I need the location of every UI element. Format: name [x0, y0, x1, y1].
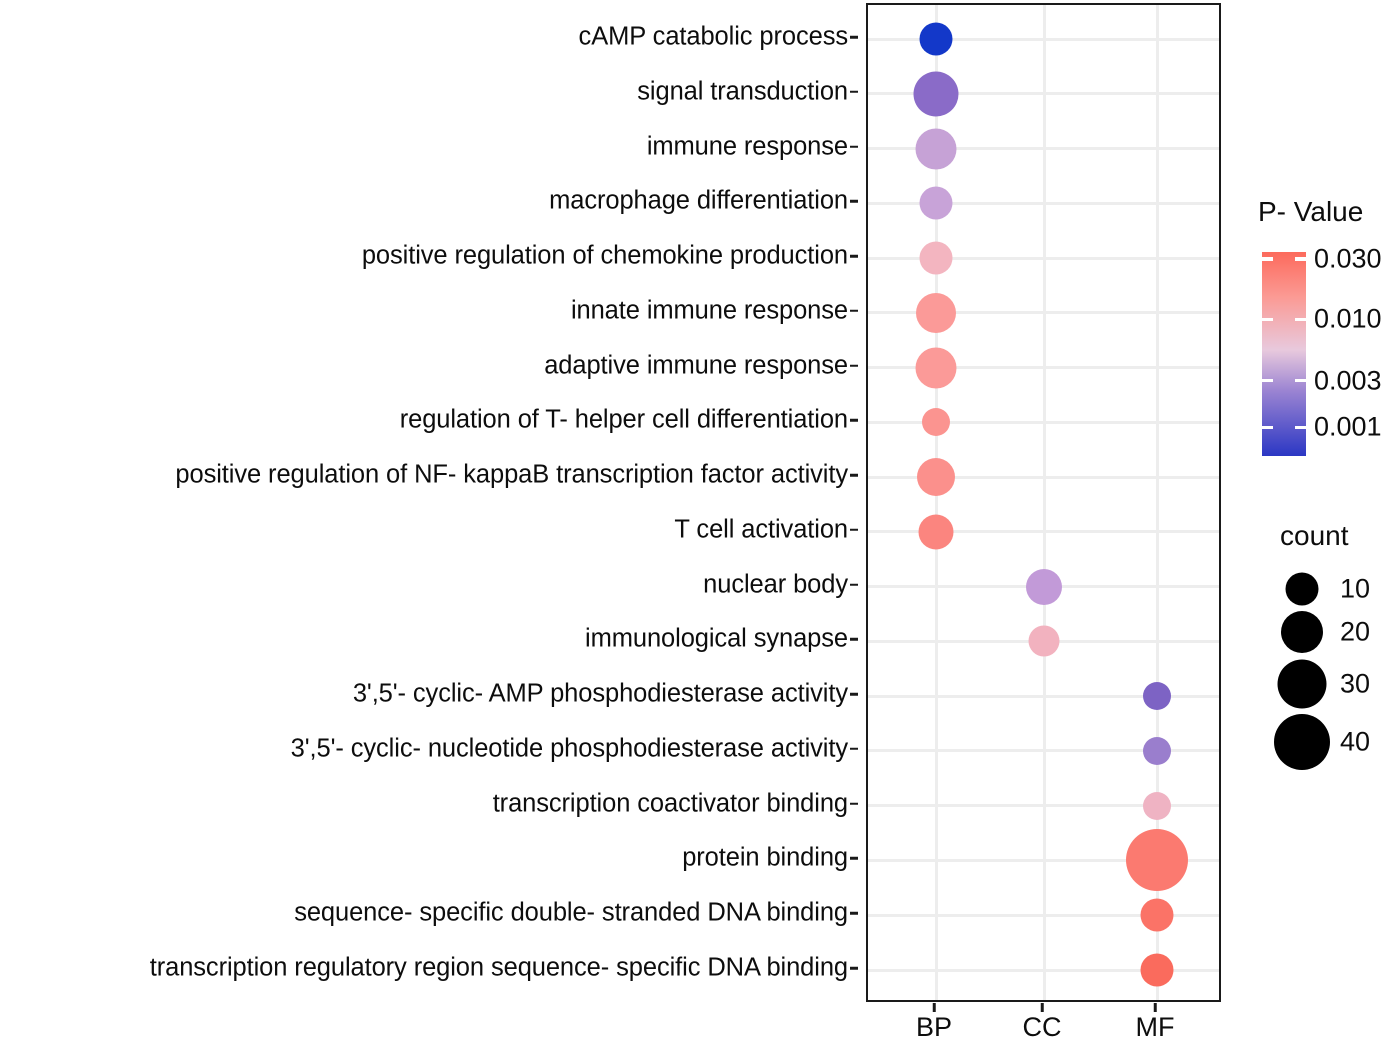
y-axis-label: transcription regulatory region sequence…	[149, 953, 848, 982]
plot-panel	[866, 3, 1221, 1002]
y-axis-label: immunological synapse	[585, 624, 848, 653]
data-point[interactable]	[1026, 568, 1062, 605]
pvalue-gradient-tick	[1295, 378, 1306, 383]
data-point[interactable]	[915, 347, 957, 389]
count-legend-title: count	[1280, 520, 1349, 551]
y-axis-tick	[850, 419, 858, 422]
y-axis-label: nuclear body	[703, 570, 848, 599]
x-axis-tick	[1153, 1003, 1157, 1012]
grid-line-vertical	[1042, 5, 1046, 1000]
grid-line-vertical	[934, 5, 938, 1000]
count-legend-dot	[1281, 611, 1323, 653]
y-axis-tick	[850, 254, 858, 258]
data-point[interactable]	[919, 186, 953, 220]
pvalue-gradient-tick	[1295, 425, 1306, 430]
data-point[interactable]	[919, 241, 953, 275]
count-legend-label: 20	[1340, 616, 1371, 647]
data-point[interactable]	[1140, 898, 1174, 932]
y-axis-tick	[850, 364, 858, 367]
data-point[interactable]	[913, 71, 959, 117]
y-axis-label: 3',5'- cyclic- nucleotide phosphodiester…	[290, 734, 848, 763]
y-axis-label: signal transduction	[637, 77, 848, 106]
count-legend-dot	[1277, 659, 1327, 708]
x-axis-label-bp: BP	[915, 1012, 953, 1042]
count-legend-label: 10	[1340, 573, 1371, 603]
y-axis-tick	[850, 473, 858, 477]
y-axis-tick	[850, 911, 858, 915]
x-axis-tick	[932, 1003, 936, 1012]
data-point[interactable]	[1143, 736, 1171, 765]
grid-line-vertical	[1155, 5, 1159, 1000]
y-axis-tick	[850, 309, 858, 313]
y-axis-tick	[850, 528, 858, 532]
y-axis-tick	[850, 35, 858, 39]
data-point[interactable]	[919, 22, 953, 56]
y-axis-label: regulation of T- helper cell differentia…	[399, 405, 848, 434]
y-axis-label: cAMP catabolic process	[578, 22, 849, 51]
y-axis-tick	[850, 90, 858, 93]
y-axis-label: macrophage differentiation	[549, 186, 848, 215]
count-legend-label: 40	[1340, 726, 1371, 757]
y-axis-label: positive regulation of chemokine product…	[361, 241, 848, 270]
y-axis-tick	[850, 200, 858, 203]
pvalue-tick-label: 0.001	[1314, 411, 1382, 442]
y-axis-label: sequence- specific double- stranded DNA …	[294, 898, 848, 927]
x-axis-tick	[1040, 1003, 1044, 1012]
y-axis-label: positive regulation of NF- kappaB transc…	[175, 460, 848, 489]
data-point[interactable]	[916, 292, 956, 333]
pvalue-gradient-tick	[1262, 317, 1273, 322]
y-axis-label: transcription coactivator binding	[492, 789, 848, 818]
y-axis-label: 3',5'- cyclic- AMP phosphodiesterase act…	[352, 679, 848, 708]
pvalue-gradient-tick	[1262, 378, 1273, 383]
data-point[interactable]	[917, 458, 955, 497]
data-point[interactable]	[1143, 682, 1171, 711]
pvalue-legend-title: P- Value	[1258, 196, 1364, 227]
y-axis-tick	[850, 966, 858, 970]
y-axis-tick	[850, 692, 858, 696]
y-axis-labels: cAMP catabolic process signal transductio…	[149, 22, 858, 982]
y-axis-label: innate immune response	[570, 296, 848, 325]
data-point[interactable]	[1126, 829, 1188, 892]
count-legend-dot	[1285, 572, 1319, 605]
y-axis-label: T cell activation	[674, 515, 848, 544]
data-point[interactable]	[922, 408, 950, 437]
y-axis-tick	[850, 747, 858, 751]
count-legend-dot	[1274, 714, 1330, 770]
pvalue-tick-label: 0.003	[1314, 365, 1382, 396]
y-axis-label: immune response	[646, 132, 848, 161]
count-legend-label: 30	[1340, 668, 1371, 698]
x-axis-label-cc: CC	[1022, 1012, 1062, 1042]
pvalue-gradient-bar	[1262, 252, 1306, 456]
data-point[interactable]	[1140, 953, 1174, 987]
y-axis-tick	[850, 802, 858, 805]
pvalue-gradient-tick	[1262, 425, 1273, 430]
y-axis-label: adaptive immune response	[544, 351, 848, 380]
y-axis-tick	[850, 583, 858, 586]
y-axis-tick	[850, 638, 858, 641]
y-axis-tick	[850, 857, 858, 860]
y-axis-label: protein binding	[682, 843, 848, 872]
pvalue-legend: P- Value	[1258, 196, 1398, 228]
data-point[interactable]	[918, 514, 954, 550]
pvalue-gradient-tick	[1262, 257, 1273, 261]
data-point[interactable]	[915, 128, 957, 170]
pvalue-tick-label: 0.010	[1314, 303, 1382, 334]
data-point[interactable]	[1143, 791, 1171, 820]
pvalue-tick-label: 0.030	[1314, 243, 1382, 274]
pvalue-gradient-tick	[1295, 317, 1306, 322]
x-axis-label-mf: MF	[1135, 1012, 1175, 1042]
data-point[interactable]	[1028, 625, 1060, 657]
pvalue-gradient-tick	[1295, 257, 1306, 261]
y-axis-tick	[850, 145, 858, 148]
count-legend: count	[1280, 520, 1400, 552]
